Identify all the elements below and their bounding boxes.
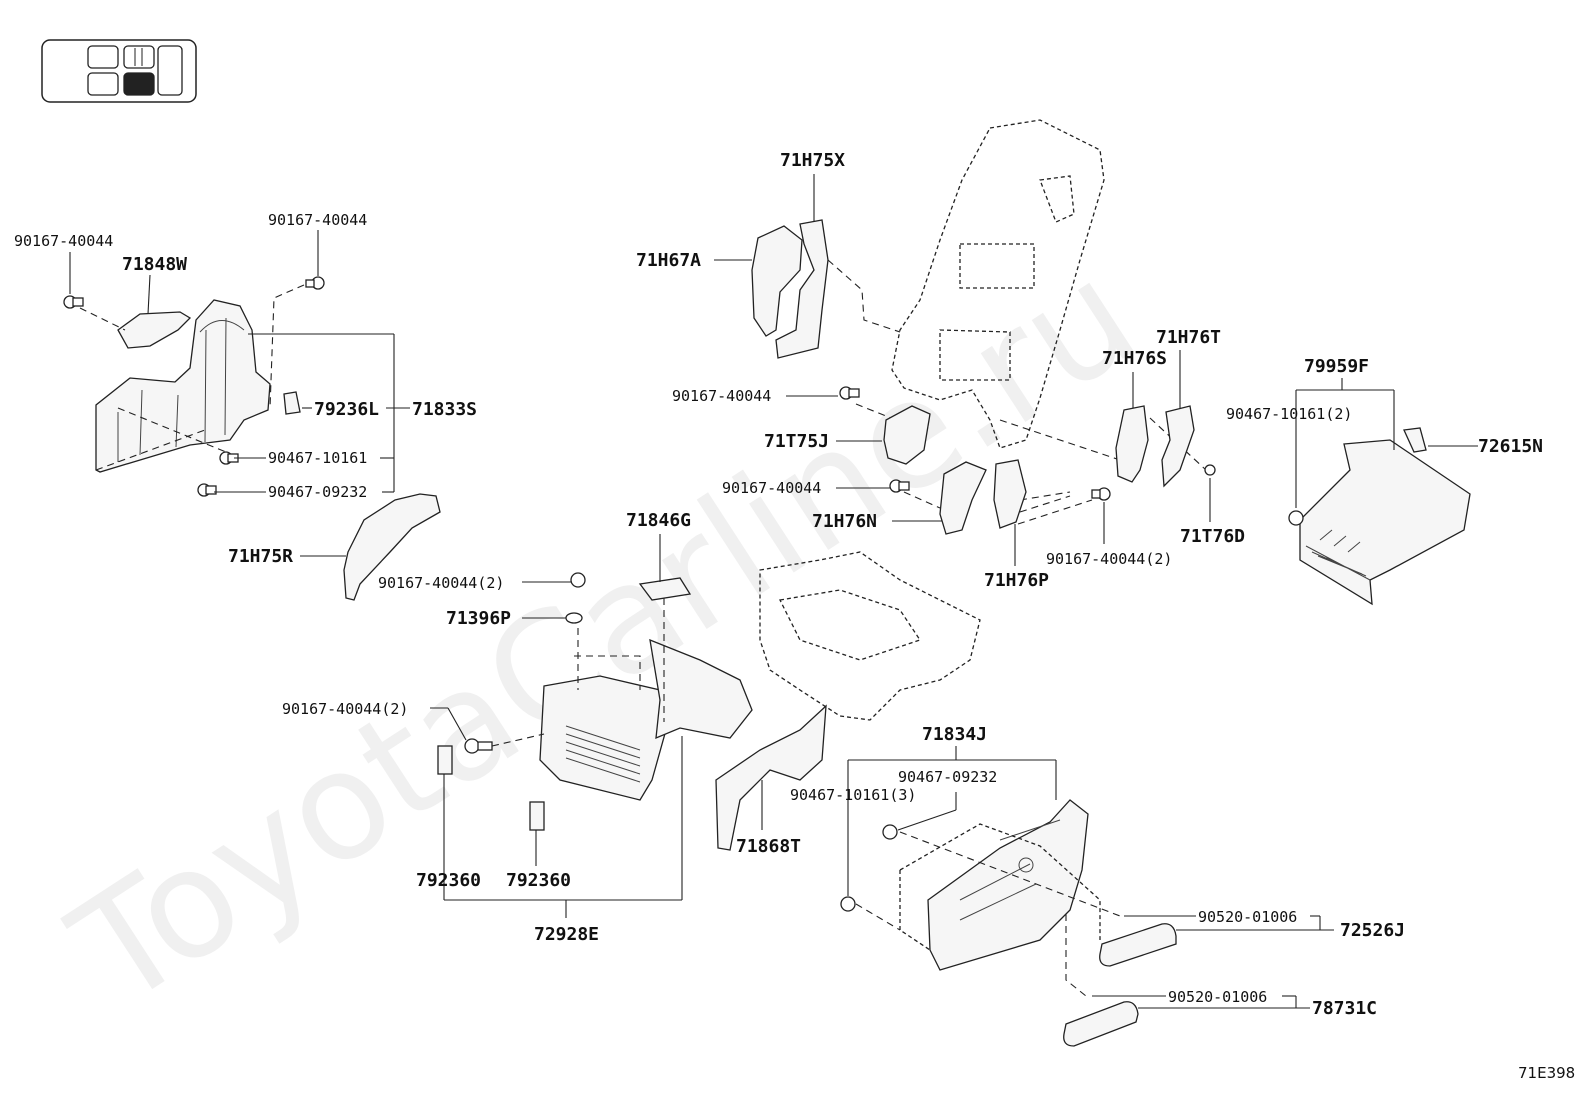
leader-lines-center: [430, 534, 763, 918]
part-71t75j-bracket: [883, 405, 931, 465]
label-71h76s: 71H76S: [1102, 348, 1167, 369]
bolt-icon: [63, 276, 325, 497]
label-72928e: 72928E: [534, 924, 599, 945]
leader-lines-left: [69, 230, 410, 557]
part-72928e-housing: [539, 638, 753, 801]
label-90467-10161-3: 90467-10161(3): [790, 786, 916, 804]
seat-cushion-frame: [759, 551, 981, 721]
part-71h75r-panel: [343, 493, 441, 601]
label-90167-40044-2-center: 90167-40044(2): [378, 574, 504, 592]
part-71846g-plate: [638, 577, 692, 601]
part-71833s-side-shield: [95, 299, 271, 473]
label-71846g: 71846G: [626, 510, 691, 531]
label-90467-09232-lower: 90467-09232: [898, 768, 997, 786]
label-90167-40044-mid: 90167-40044: [672, 387, 771, 405]
part-71h76n-bracket: [939, 461, 987, 535]
label-90467-10161-2: 90467-10161(2): [1226, 405, 1352, 423]
label-72526j: 72526J: [1340, 920, 1405, 941]
label-71833s: 71833S: [412, 399, 477, 420]
part-71h76p-bracket: [993, 459, 1027, 529]
label-71h76t: 71H76T: [1156, 327, 1221, 348]
leader-lines-right-group: [1295, 378, 1478, 508]
label-90467-10161: 90467-10161: [268, 449, 367, 467]
label-71h75x: 71H75X: [780, 150, 845, 171]
part-71868t-bracket: [715, 704, 827, 851]
label-79959f: 79959F: [1304, 356, 1369, 377]
label-90520-01006-upper: 90520-01006: [1198, 908, 1297, 926]
part-71848w-cover: [117, 311, 192, 349]
label-71h75r: 71H75R: [228, 546, 293, 567]
part-71h67a-71h75x-cover: [751, 219, 829, 359]
label-90467-09232: 90467-09232: [268, 483, 367, 501]
bolt-icon: [464, 572, 586, 754]
label-72615n: 72615N: [1478, 436, 1543, 457]
label-71868t: 71868T: [736, 836, 801, 857]
label-90167-40044-mid2: 90167-40044: [722, 479, 821, 497]
leader-lines-bottom-right: [847, 746, 1334, 1009]
part-79959f-duct: [1299, 439, 1471, 606]
label-71834j: 71834J: [922, 724, 987, 745]
diagram-reference-code: 71E398: [1518, 1064, 1575, 1082]
part-71h76s-71h76t-covers: [1115, 405, 1216, 488]
label-90167-40044-left: 90167-40044: [14, 232, 113, 250]
label-71t75j: 71T75J: [764, 431, 829, 452]
seat-back-frame: [891, 119, 1105, 449]
label-71h67a: 71H67A: [636, 250, 701, 271]
label-792360-right: 792360: [506, 870, 571, 891]
label-78731c: 78731C: [1312, 998, 1377, 1019]
part-792360-clips: [437, 745, 545, 831]
label-792360-left: 792360: [416, 870, 481, 891]
part-72526j-knob: [1099, 923, 1177, 967]
label-71h76n: 71H76N: [812, 511, 877, 532]
bolt-icon: [840, 824, 898, 912]
label-79236l: 79236L: [314, 399, 379, 420]
seat-location-key-icon: [41, 39, 197, 103]
bolt-icon: [1288, 510, 1304, 526]
part-72615n-clip: [1403, 427, 1427, 453]
label-90167-40044-2-lower: 90167-40044(2): [282, 700, 408, 718]
label-71848w: 71848W: [122, 254, 187, 275]
label-90167-40044-2-right: 90167-40044(2): [1046, 550, 1172, 568]
leader-lines-right-top: [1132, 350, 1211, 522]
label-90520-01006-lower: 90520-01006: [1168, 988, 1267, 1006]
label-71t76d: 71T76D: [1180, 526, 1245, 547]
label-90167-40044-top: 90167-40044: [268, 211, 367, 229]
label-71396p: 71396P: [446, 608, 511, 629]
label-71h76p: 71H76P: [984, 570, 1049, 591]
part-79236l-clip: [283, 391, 301, 415]
part-78731c-knob: [1063, 1001, 1139, 1047]
bolt-icon: [839, 386, 1111, 501]
part-71834j-side-cover: [927, 799, 1089, 971]
